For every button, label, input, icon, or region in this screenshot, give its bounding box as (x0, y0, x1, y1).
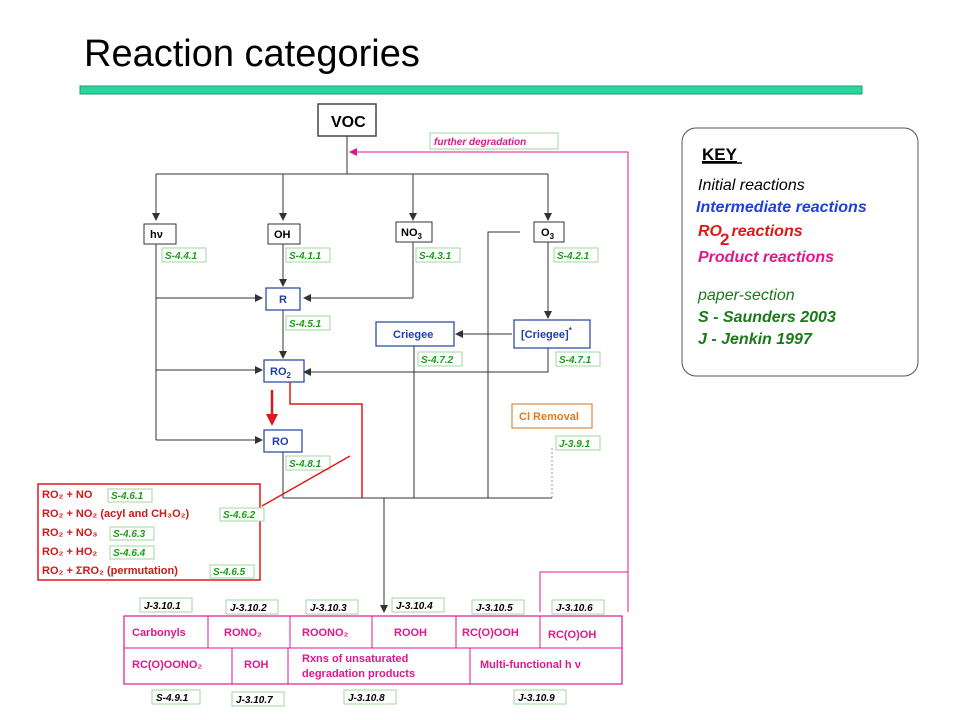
intermediate-r: R (265, 287, 301, 311)
key-product: Product reactions (698, 249, 834, 266)
svg-text:J-3.10.6: J-3.10.6 (556, 603, 593, 614)
ref-s464: S-4.6.4 (113, 548, 146, 559)
intermediate-connectors (155, 231, 552, 613)
ref-s411: S-4.1.1 (289, 251, 322, 262)
svg-text:J-3.10.7: J-3.10.7 (236, 695, 273, 706)
product-rooh: ROOH (394, 627, 427, 639)
ref-s421: S-4.2.1 (557, 251, 590, 262)
svg-text:J-3.10.8: J-3.10.8 (348, 693, 385, 704)
svg-text:RO: RO (272, 436, 289, 448)
svg-text:J-3.10.9: J-3.10.9 (518, 693, 555, 704)
initiator-o3: O3 (533, 221, 565, 243)
svg-text:J-3.10.3: J-3.10.3 (310, 603, 347, 614)
svg-text:J-3.10.1: J-3.10.1 (144, 601, 181, 612)
product-roh: ROH (244, 659, 269, 671)
key-legend: KEY Initial reactions Intermediate react… (681, 127, 919, 377)
svg-text:Criegee: Criegee (393, 329, 433, 341)
ro2-reaction-4: RO₂ + HO₂ (42, 546, 97, 558)
ref-s431: S-4.3.1 (419, 251, 452, 262)
intermediate-criegee: Criegee (375, 321, 455, 347)
ref-j391: J-3.9.1 (559, 439, 591, 450)
svg-text:R: R (279, 294, 287, 306)
key-paper-section: paper-section (697, 287, 795, 304)
intermediate-ro: RO (263, 429, 303, 453)
product-multifunctional: Multi-functional h ν (480, 659, 581, 671)
further-degradation-connectors (349, 148, 629, 612)
key-saunders: S - Saunders 2003 (698, 309, 836, 326)
product-rcooono2: RC(O)OONO₂ (132, 659, 202, 671)
svg-text:J-3.10.2: J-3.10.2 (230, 603, 267, 614)
product-refs-top: J-3.10.1 J-3.10.2 J-3.10.3 J-3.10.4 J-3.… (139, 597, 605, 615)
svg-text:S-4.9.1: S-4.9.1 (156, 693, 189, 704)
ref-s462: S-4.6.2 (223, 510, 256, 521)
ro2-reaction-1: RO₂ + NO (42, 489, 93, 501)
svg-text:NO3: NO3 (401, 227, 423, 241)
title-accent-bar (79, 85, 863, 95)
initiator-oh: OH (267, 223, 301, 245)
initiator-hv: hν (143, 223, 177, 245)
svg-text:hν: hν (150, 229, 163, 241)
svg-text:Cl Removal: Cl Removal (519, 411, 579, 423)
intermediate-criegee-star: [Criegee]* (513, 319, 591, 349)
product-rcooh: RC(O)OH (548, 629, 596, 641)
products-grid: Carbonyls RONO₂ ROONO₂ ROOH RC(O)OOH RC(… (123, 615, 623, 685)
svg-text:OH: OH (274, 229, 291, 241)
ref-s472: S-4.7.2 (421, 355, 454, 366)
key-jenkin: J - Jenkin 1997 (698, 331, 813, 348)
page-title: Reaction categories (84, 33, 420, 75)
ro2-reaction-3: RO₂ + NO₃ (42, 527, 98, 539)
product-unsaturated-1: Rxns of unsaturated (302, 653, 408, 665)
voc-label: VOC (331, 114, 366, 131)
ref-s481: S-4.8.1 (289, 459, 322, 470)
svg-text:RO2: RO2 (270, 366, 292, 380)
key-ro2: RO (698, 223, 723, 240)
ro2-reaction-connectors (261, 382, 363, 507)
key-initial: Initial reactions (698, 177, 805, 194)
further-degradation-label: further degradation (434, 137, 526, 148)
key-title: KEY (702, 145, 738, 164)
product-rono2: RONO₂ (224, 627, 262, 639)
voc-node: VOC (317, 103, 377, 137)
svg-text:J-3.10.5: J-3.10.5 (476, 603, 513, 614)
ro2-reaction-2: RO₂ + NO₂ (acyl and CH₃O₂) (42, 508, 190, 520)
ref-s461: S-4.6.1 (111, 491, 144, 502)
intermediate-ro2: RO2 (263, 359, 305, 383)
ref-s471: S-4.7.1 (559, 355, 592, 366)
ref-s441: S-4.4.1 (165, 251, 198, 262)
ref-s463: S-4.6.3 (113, 529, 146, 540)
product-rcoooh: RC(O)OOH (462, 627, 519, 639)
ro2-reaction-5: RO₂ + ΣRO₂ (permutation) (42, 565, 178, 577)
voc-connectors (152, 136, 552, 221)
product-roono2: ROONO₂ (302, 627, 349, 639)
key-intermediate: Intermediate reactions (696, 199, 867, 216)
svg-text:[Criegee]*: [Criegee]* (521, 326, 573, 341)
product-unsaturated-2: degradation products (302, 668, 415, 680)
svg-text:O3: O3 (541, 227, 555, 241)
initiator-no3: NO3 (395, 221, 433, 243)
product-carbonyls: Carbonyls (132, 627, 186, 639)
cl-removal-node: Cl Removal (511, 403, 593, 429)
svg-text:J-3.10.4: J-3.10.4 (396, 601, 433, 612)
ref-s465: S-4.6.5 (213, 567, 246, 578)
ref-s451: S-4.5.1 (289, 319, 322, 330)
product-refs-bottom: S-4.9.1 J-3.10.7 J-3.10.8 J-3.10.9 (151, 689, 567, 707)
